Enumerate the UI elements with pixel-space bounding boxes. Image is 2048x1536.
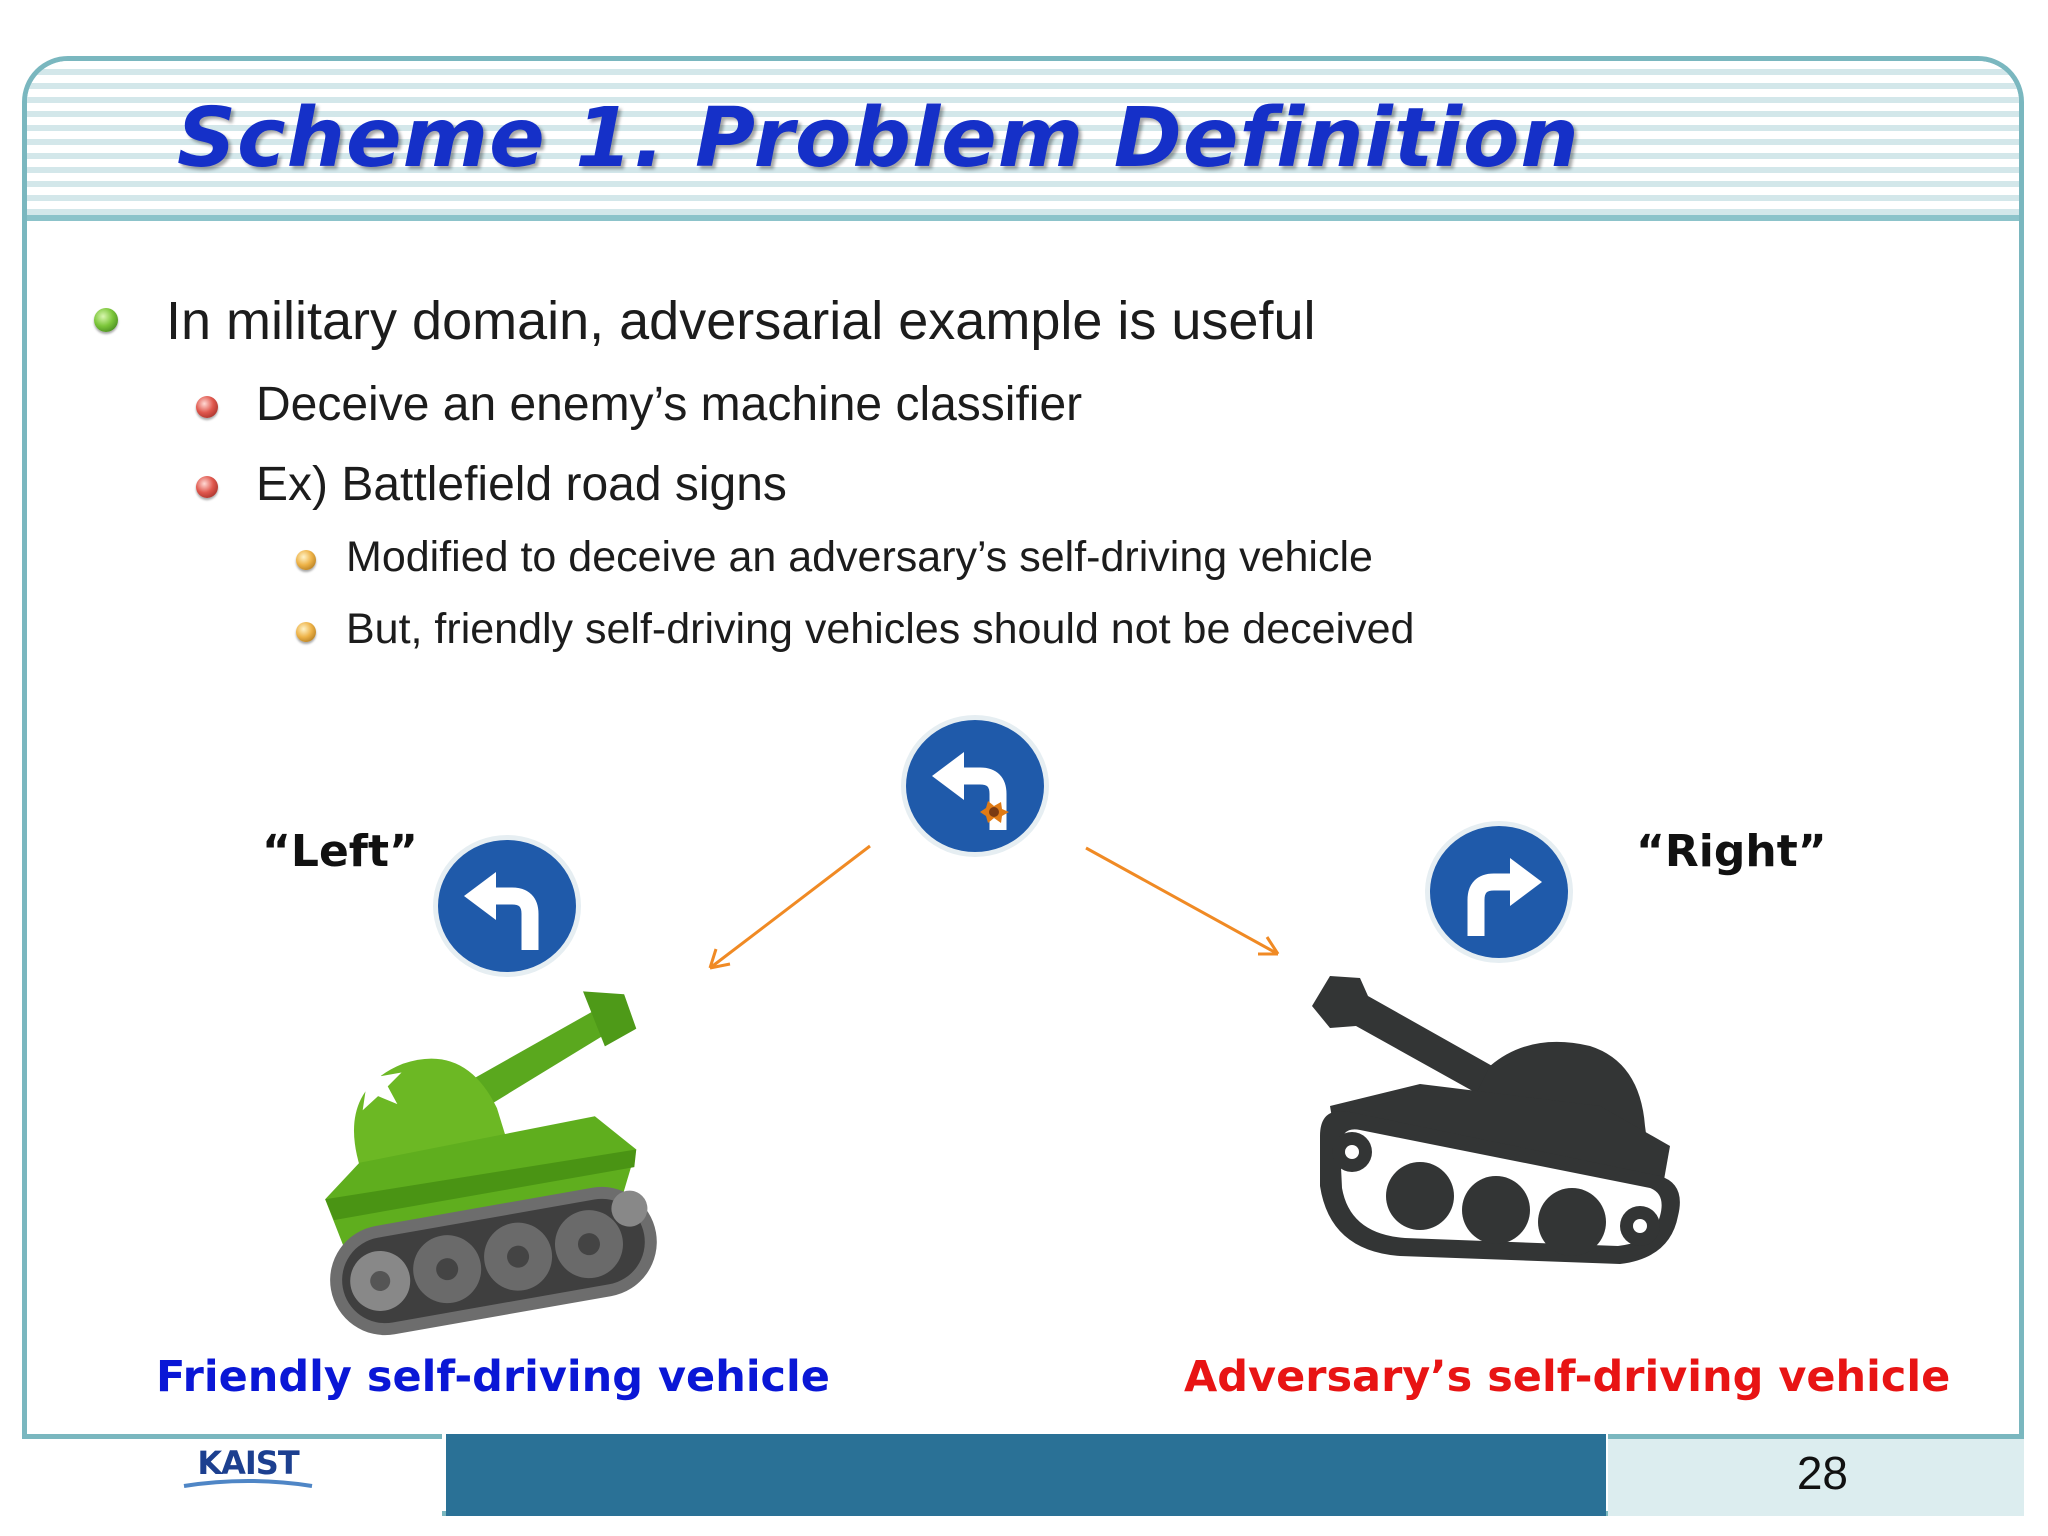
bullet-icon [196, 476, 218, 498]
bullet-level3-text: But, friendly self-driving vehicles shou… [346, 605, 1415, 653]
header-rule [27, 215, 2019, 221]
bullet-icon [296, 622, 316, 642]
turn-right-sign-icon [1425, 821, 1573, 963]
label-left: “Left” [262, 826, 418, 877]
bullet-level3-text: Modified to deceive an adversary’s self-… [346, 533, 1373, 581]
kaist-logo: KAIST [183, 1444, 313, 1488]
slide-title: Scheme 1. Problem Definition [177, 91, 1580, 186]
kaist-logo-text: KAIST [197, 1444, 300, 1482]
header-band [27, 61, 2019, 221]
modified-turn-left-sign-icon [901, 715, 1049, 857]
bullet-level2-text: Deceive an enemy’s machine classifier [256, 378, 1083, 431]
footer-bar [446, 1434, 1606, 1516]
page-number: 28 [1796, 1447, 1848, 1499]
caption-friendly: Friendly self-driving vehicle [156, 1352, 830, 1402]
green-tank-icon [325, 991, 657, 1336]
bullet-icon [296, 550, 316, 570]
bullet-icon [196, 396, 218, 418]
arrow-icon [1085, 846, 1280, 956]
footer-number-box [1608, 1434, 2024, 1516]
label-right: “Right” [1636, 826, 1827, 877]
bullet-level1-text: In military domain, adversarial example … [166, 291, 1316, 351]
dark-tank-icon [1312, 976, 1680, 1264]
caption-adversary: Adversary’s self-driving vehicle [1184, 1352, 1951, 1402]
turn-left-sign-icon [433, 835, 581, 977]
bullet-level2-text: Ex) Battlefield road signs [256, 458, 787, 511]
bullet-icon [94, 308, 118, 332]
footer-logo-box [22, 1434, 442, 1516]
arrow-icon [708, 844, 871, 970]
